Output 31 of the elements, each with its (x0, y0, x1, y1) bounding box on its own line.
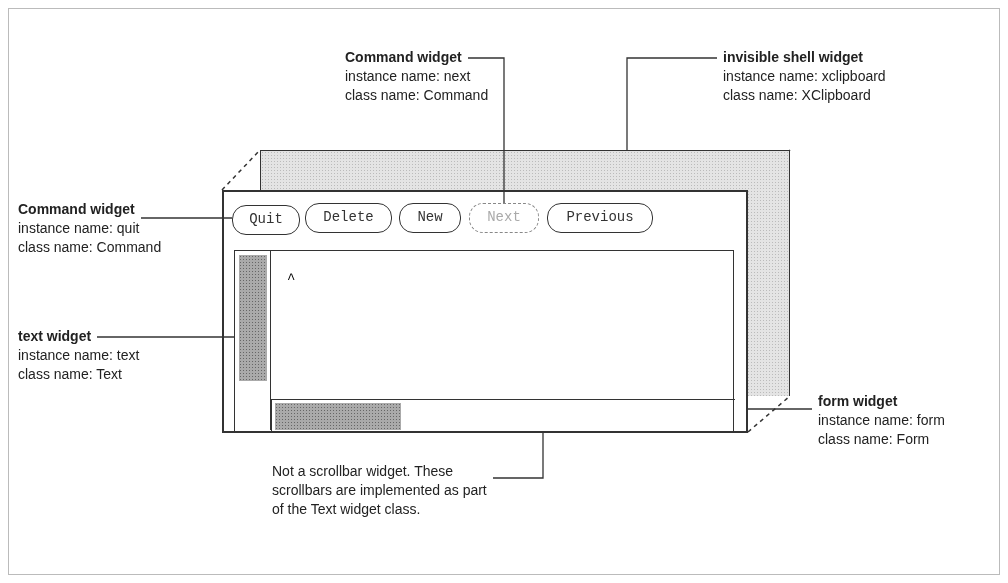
callout-heading: invisible shell widget (723, 48, 865, 67)
command-button: Quit (232, 205, 300, 235)
leader-line (492, 432, 544, 479)
command-button: Previous (547, 203, 653, 233)
callout-text: Not a scrollbar widget. These scrollbars are implemented as part of the Text widget class. (272, 462, 488, 519)
callout-text: instance name: xclipboard (723, 67, 887, 86)
command-button: Next (469, 203, 539, 233)
callout-heading: Command widget (345, 48, 463, 67)
form-panel (222, 190, 748, 433)
leader-line (747, 408, 813, 410)
callout-heading: text widget (18, 327, 93, 346)
text-cursor: ^ (287, 271, 296, 287)
leader-line (626, 57, 718, 151)
command-button: New (399, 203, 461, 233)
leader-line (140, 217, 233, 219)
callout-text: instance name: quit (18, 219, 141, 238)
callout-text: class name: XClipboard (723, 86, 872, 105)
command-button: Delete (305, 203, 392, 233)
callout-text: instance name: form (818, 411, 946, 430)
callout-text: class name: Form (818, 430, 931, 449)
leader-line (96, 336, 235, 338)
callout-text: instance name: text (18, 346, 141, 365)
leader-line (467, 57, 505, 204)
callout-text: instance name: next (345, 67, 472, 86)
scrollbar-strip (271, 399, 735, 433)
callout-text: class name: Command (345, 86, 490, 105)
text-area (234, 250, 734, 432)
callout-heading: form widget (818, 392, 899, 411)
callout-text: class name: Text (18, 365, 123, 384)
callout-text: class name: Command (18, 238, 163, 257)
callout-heading: Command widget (18, 200, 136, 219)
